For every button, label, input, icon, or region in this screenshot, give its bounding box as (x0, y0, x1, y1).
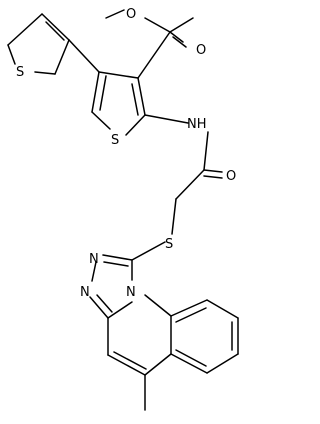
bond (98, 71, 139, 79)
bond (131, 83, 139, 116)
bond (54, 39, 70, 75)
atom-label-thiophene-s-terminal: S (16, 65, 24, 80)
bond (113, 351, 147, 370)
bond-layer (7, 9, 239, 411)
bond (105, 9, 125, 19)
bond (107, 301, 133, 319)
atom-label-amide-n: NH (187, 117, 207, 132)
atom-label-ester-o-methoxy: O (126, 7, 136, 22)
bond (91, 111, 111, 130)
bond (175, 349, 207, 367)
bond (144, 17, 171, 33)
bond (107, 354, 146, 376)
atom-label-thioether-s: S (165, 237, 173, 252)
bond (99, 75, 107, 111)
bond (175, 307, 207, 323)
bond (68, 39, 100, 73)
bond (91, 261, 97, 282)
bond (89, 296, 109, 319)
bond (169, 31, 184, 43)
bond (170, 299, 208, 317)
atom-label-fused-n: N (126, 285, 136, 300)
bond (7, 13, 43, 46)
atom-label-triazole-n-lower: N (80, 285, 90, 300)
chemical-structure-diagram: O O S S NH O S N N N (7, 7, 239, 411)
bond (103, 261, 129, 267)
bond (137, 31, 171, 79)
bond (171, 198, 177, 235)
atom-label-thiophene-s-core: S (111, 133, 119, 148)
bond (96, 294, 113, 313)
bond (169, 17, 194, 33)
bond (203, 169, 223, 173)
bond (206, 299, 239, 319)
bond (206, 353, 239, 374)
bond (131, 241, 166, 261)
bond (41, 13, 70, 41)
bond (144, 294, 172, 317)
bond (45, 21, 65, 41)
bond (170, 353, 208, 374)
bond (7, 44, 16, 65)
bond (34, 71, 56, 75)
bond (91, 71, 100, 113)
bond (144, 114, 189, 124)
bond (203, 175, 223, 179)
bond (102, 254, 133, 261)
bond (144, 353, 172, 376)
bond (137, 77, 146, 116)
atom-label-triazole-n-upper: N (89, 252, 99, 267)
bond (125, 114, 146, 136)
bond (172, 36, 187, 48)
bond (175, 169, 205, 200)
atom-label-layer: O O S S NH O S N N N (16, 7, 236, 300)
bond (203, 131, 209, 171)
atom-label-ester-o-carbonyl: O (196, 43, 206, 58)
atom-label-amide-o: O (226, 169, 236, 184)
